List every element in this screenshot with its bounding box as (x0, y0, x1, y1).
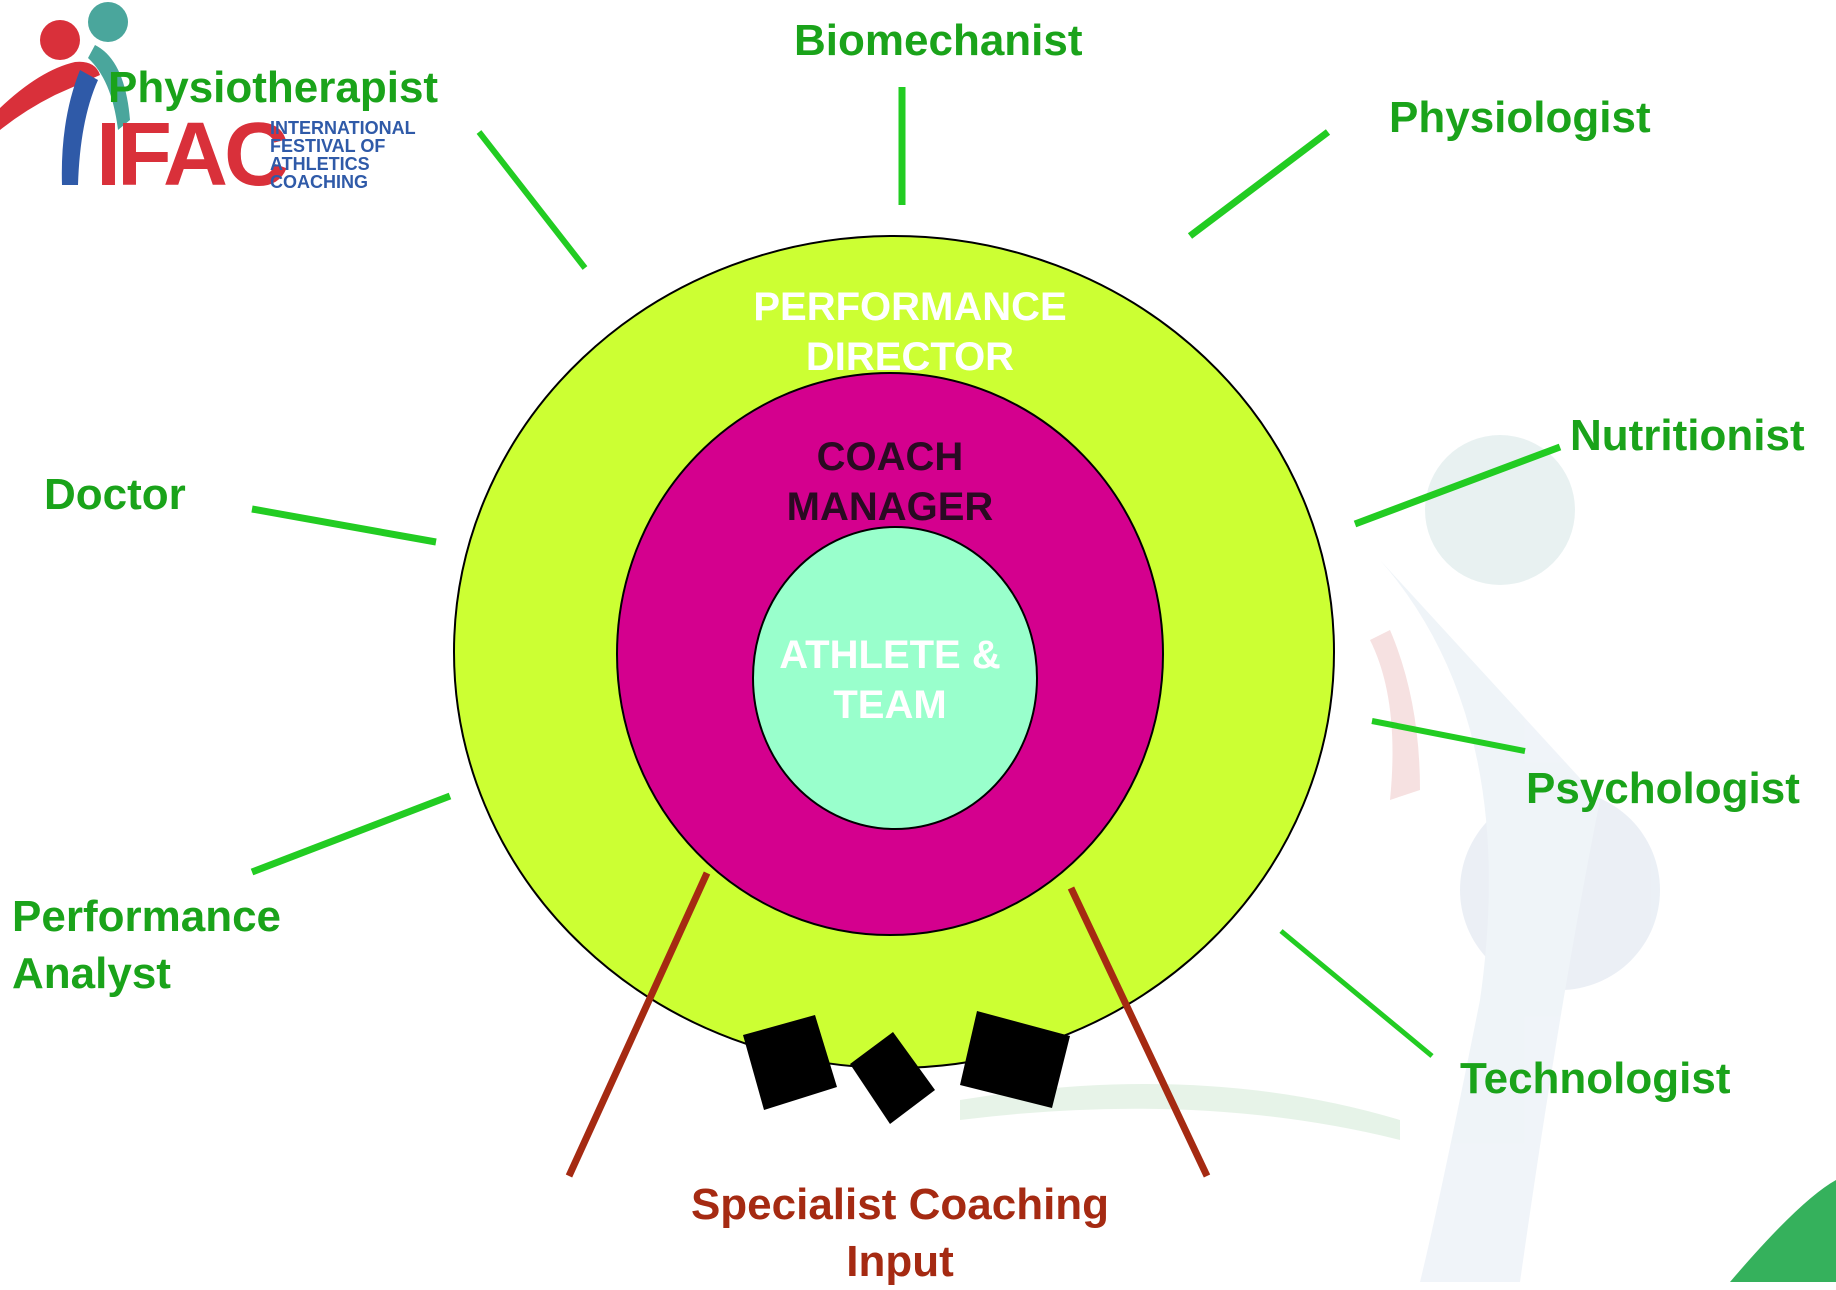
spoke-doctor (251, 505, 437, 546)
label-biomechanist: Biomechanist (794, 16, 1083, 65)
spoke-physiotherapist (476, 130, 588, 270)
coaching-blocks (743, 1011, 1070, 1124)
coaching-input-lines (565, 871, 1211, 1178)
block-right (960, 1011, 1070, 1108)
spoke-performance-analyst (250, 792, 452, 876)
label-physiologist: Physiologist (1389, 93, 1651, 142)
label-nutritionist: Nutritionist (1570, 411, 1805, 460)
label-specialist-coaching-input: Specialist Coaching Input (690, 1180, 1110, 1287)
spoke-psychologist (1371, 718, 1526, 754)
label-performance-director: PERFORMANCE DIRECTOR (753, 285, 1067, 379)
specialist-spokes (250, 87, 1562, 1058)
label-physiotherapist: Physiotherapist (108, 63, 439, 112)
ifac-logo-line-1: INTERNATIONAL (270, 118, 416, 138)
coaching-line-right (1067, 886, 1211, 1178)
label-coach-manager: COACH MANAGER (786, 435, 994, 529)
ifac-logo-figure (0, 2, 130, 185)
spoke-technologist (1279, 929, 1434, 1058)
label-psychologist: Psychologist (1526, 764, 1800, 813)
ifac-logo-line-4: COACHING (270, 172, 368, 192)
block-middle (850, 1032, 935, 1124)
coaching-line-left (565, 871, 711, 1178)
background-watermark (960, 435, 1836, 1282)
label-performance-analyst: Performance Analyst (12, 892, 282, 999)
ifac-logo-line-2: FESTIVAL OF (270, 136, 386, 156)
block-left (743, 1015, 837, 1110)
ifac-logo-line-3: ATHLETICS (270, 154, 370, 174)
ifac-logo-acronym: IFAC (96, 105, 289, 205)
athlete-team-ring (752, 526, 1038, 830)
label-athlete-team: ATHLETE & TEAM (779, 633, 1001, 727)
spoke-nutritionist (1353, 443, 1562, 528)
label-technologist: Technologist (1460, 1054, 1731, 1103)
label-doctor: Doctor (44, 470, 186, 519)
spoke-physiologist (1187, 129, 1331, 239)
